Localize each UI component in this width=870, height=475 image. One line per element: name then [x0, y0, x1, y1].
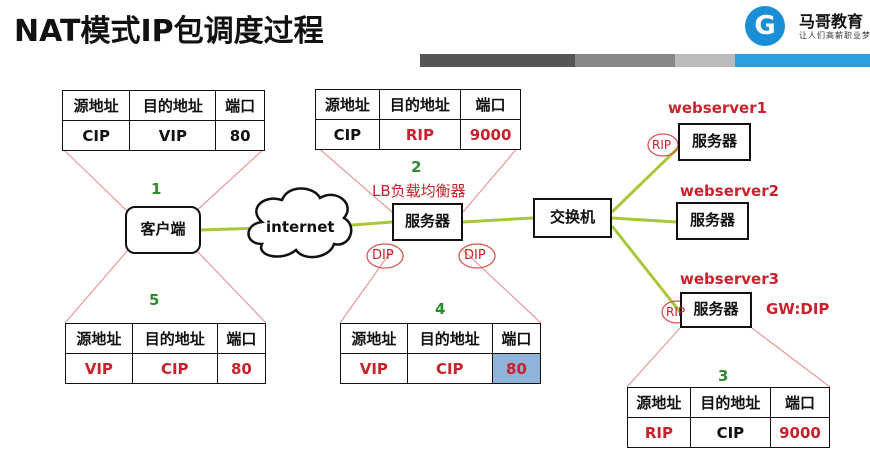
packet-port: 80 [216, 353, 267, 384]
ws3-label: webserver3 [680, 270, 780, 288]
ws2-server-node: 服务器 [676, 202, 749, 240]
step-number-4: 4 [435, 300, 446, 318]
header-dst: 目的地址 [378, 89, 462, 120]
packet-src: CIP [315, 119, 380, 150]
page-title: NAT模式IP包调度过程 [14, 14, 324, 49]
step-number-5: 5 [149, 291, 160, 309]
packet-port: 80 [491, 353, 542, 384]
step-number-1: 1 [151, 180, 162, 198]
header-dst: 目的地址 [689, 387, 772, 418]
packet-dst: CIP [131, 353, 218, 384]
header-src: 源地址 [627, 387, 691, 418]
packet-dst: VIP [129, 120, 217, 151]
callout-line [462, 144, 521, 213]
header-port: 端口 [491, 323, 542, 354]
packet-src: CIP [61, 120, 131, 151]
rip3-tag: RIP [666, 305, 686, 319]
packet-src: VIP [340, 353, 408, 384]
callout-line [462, 249, 542, 324]
link-switch-ws3 [610, 225, 682, 313]
packet-dst: RIP [378, 119, 462, 150]
logo-slogan: 让人们高薪职业梦想成真 [799, 31, 870, 40]
header-dst: 目的地址 [131, 323, 218, 354]
ws1-label: webserver1 [668, 99, 768, 117]
link-lb-switch [462, 216, 534, 224]
gateway-label: GW:DIP [766, 300, 830, 318]
packet-src: VIP [65, 353, 133, 384]
logo-icon: G [745, 6, 785, 46]
header-src: 源地址 [315, 89, 380, 120]
ws1-server-node: 服务器 [678, 123, 751, 161]
link-switch-ws1 [610, 146, 680, 214]
dip-left-tag: DIP [372, 248, 394, 263]
packet-dst: CIP [406, 353, 493, 384]
packet-dst: CIP [689, 417, 772, 448]
callout-line [751, 327, 831, 388]
header-port: 端口 [770, 387, 830, 418]
callout-line [626, 327, 681, 388]
packet-port: 80 [215, 120, 265, 151]
title-bar-segment-4 [735, 54, 870, 67]
lb-label: LB负载均衡器 [372, 182, 466, 200]
header-port: 端口 [460, 89, 521, 120]
header-src: 源地址 [61, 90, 131, 121]
callout-line [314, 144, 393, 213]
header-dst: 目的地址 [406, 323, 493, 354]
header-dst: 目的地址 [129, 90, 217, 121]
header-src: 源地址 [340, 323, 408, 354]
title-bar-segment-2 [575, 54, 675, 67]
internet-cloud [247, 187, 353, 259]
brand-logo: G 马哥教育 让人们高薪职业梦想成真 [743, 2, 870, 52]
callout-line [195, 249, 267, 324]
ws3-server-node: 服务器 [680, 292, 752, 328]
header-port: 端口 [215, 90, 265, 121]
rip1-tag: RIP [652, 138, 672, 152]
packet-port: 9000 [460, 119, 521, 150]
internet-label: internet [266, 218, 335, 236]
callout-line [339, 249, 393, 324]
callout-line [64, 249, 129, 324]
lb-server-node: 服务器 [392, 203, 463, 241]
dip-right-ellipse [458, 243, 496, 269]
step-number-3: 3 [718, 367, 729, 385]
link-switch-ws2 [611, 216, 677, 224]
header-port: 端口 [216, 323, 267, 354]
dip-right-tag: DIP [464, 248, 486, 263]
packet-src: RIP [627, 417, 691, 448]
client-node: 客户端 [125, 206, 201, 254]
dip-left-ellipse [366, 243, 404, 269]
header-src: 源地址 [65, 323, 133, 354]
ws2-label: webserver2 [680, 182, 780, 200]
logo-name: 马哥教育 [799, 12, 864, 31]
title-bar-segment-1 [420, 54, 575, 67]
step-number-2: 2 [411, 158, 422, 176]
title-bar-segment-3 [675, 54, 735, 67]
callout-line [61, 147, 129, 213]
packet-port: 9000 [770, 417, 830, 448]
switch-node: 交换机 [533, 198, 612, 238]
callout-line [194, 147, 266, 213]
